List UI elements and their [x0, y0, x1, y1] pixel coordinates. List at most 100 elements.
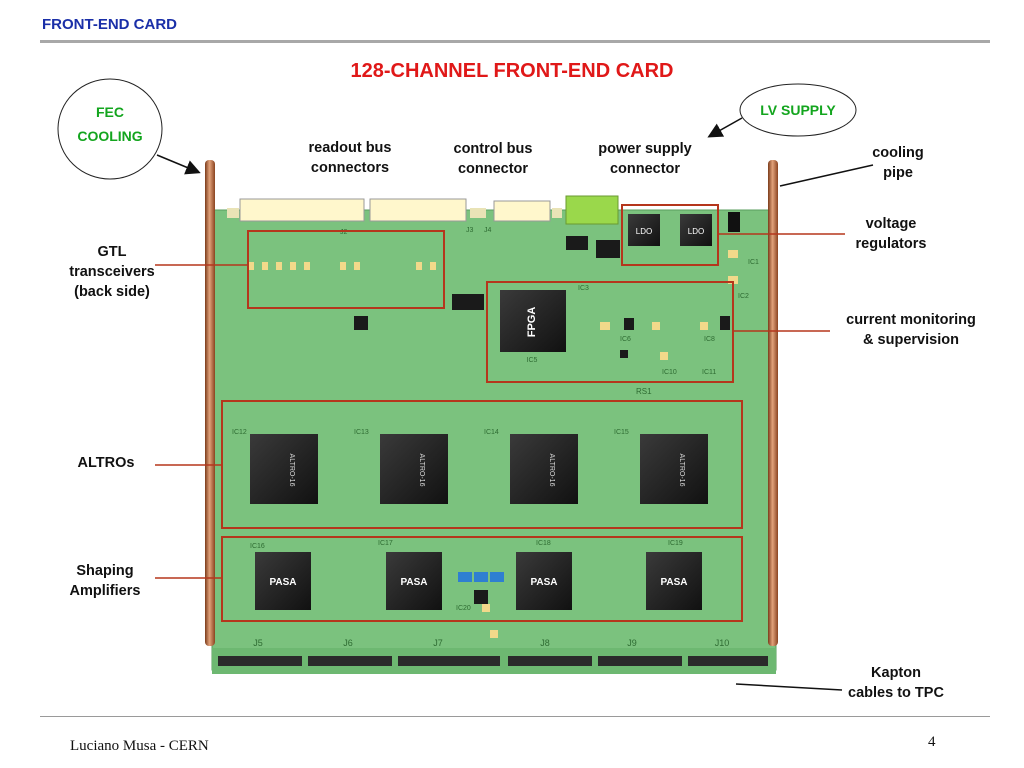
ldo-regulator-2 — [680, 214, 712, 246]
ref-ic3: IC3 — [578, 285, 589, 292]
fpga-text: FPGA — [526, 307, 538, 338]
altro-3-text: ALTRO-16 — [548, 454, 555, 487]
voltage-regulators-line-2: regulators — [855, 236, 927, 252]
footer-author: Luciano Musa - CERN — [70, 738, 209, 754]
bottom-connector-j10 — [688, 656, 768, 666]
altros-label: ALTROs — [77, 455, 135, 471]
readout-connector-2 — [369, 198, 467, 222]
altro-ref-4: IC15 — [614, 429, 629, 436]
j6-label: J6 — [343, 638, 353, 648]
bottom-connector-j8 — [508, 656, 592, 666]
footer-divider — [40, 716, 990, 717]
altro-ref-3: IC14 — [484, 429, 499, 436]
bottom-connector-j5 — [218, 656, 302, 666]
bottom-connector-j7 — [398, 656, 500, 666]
altro-chip-4 — [640, 434, 708, 504]
ref-j4: J4 — [484, 227, 492, 234]
altro-2-text: ALTRO-16 — [418, 454, 425, 487]
altro-4-text: ALTRO-16 — [678, 454, 685, 487]
pasa-2-text: PASA — [400, 577, 427, 588]
j10-label: J10 — [715, 638, 730, 648]
altro-1-text: ALTRO-16 — [288, 454, 295, 487]
bottom-connector-j6 — [308, 656, 392, 666]
pasa-ref-4: IC19 — [668, 540, 683, 547]
ref-ic8: IC8 — [704, 336, 715, 343]
gtl-line-2: transceivers — [69, 264, 155, 280]
j9-label: J9 — [627, 638, 637, 648]
highlight-gtl — [247, 230, 445, 309]
ref-ic6: IC6 — [620, 336, 631, 343]
highlight-current-monitoring — [486, 281, 734, 383]
gtl-line-1: GTL — [97, 244, 127, 260]
header-divider — [40, 40, 990, 43]
fec-cooling-label: FEC COOLING — [60, 100, 160, 148]
altro-chip-3 — [510, 434, 578, 504]
pasa-chip-3 — [516, 552, 572, 610]
ref-rs1: RS1 — [636, 387, 652, 396]
altro-chip-2 — [380, 434, 448, 504]
readout-connector-1 — [239, 198, 365, 222]
j8-label: J8 — [540, 638, 550, 648]
ref-ic20: IC20 — [456, 605, 471, 612]
highlight-shaping — [221, 536, 743, 622]
fec-cooling-line-2: COOLING — [77, 128, 143, 144]
shaping-line-2: Amplifiers — [69, 583, 141, 599]
readout-bus-line-1: readout bus — [308, 140, 392, 156]
altro-chip-1 — [250, 434, 318, 504]
cooling-pipe-right — [768, 160, 778, 646]
pasa-4-text: PASA — [660, 577, 687, 588]
lv-supply-ellipse — [739, 83, 857, 137]
ref-ic10: IC10 — [662, 369, 677, 376]
fpga-ref: IC5 — [527, 357, 538, 364]
fec-cooling-ellipse — [57, 78, 163, 180]
kapton-line-1: Kapton — [871, 665, 921, 681]
control-bus-line-2: connector — [457, 161, 529, 177]
kapton-line-2: cables to TPC — [848, 685, 944, 701]
cooling-pipe-left — [205, 160, 215, 646]
pasa-ref-3: IC18 — [536, 540, 551, 547]
control-bus-label: control bus connector — [420, 139, 566, 179]
ldo-regulator-1 — [628, 214, 660, 246]
cooling-pipe-line-1: cooling — [872, 145, 924, 161]
pasa-1-text: PASA — [269, 577, 296, 588]
voltage-regulators-line-1: voltage — [865, 216, 917, 232]
kapton-label: Kapton cables to TPC — [826, 663, 966, 703]
shaping-line-1: Shaping — [76, 563, 134, 579]
altro-ref-2: IC13 — [354, 429, 369, 436]
power-supply-line-1: power supply — [598, 141, 692, 157]
page-number: 4 — [928, 734, 936, 750]
pasa-chip-4 — [646, 552, 702, 610]
ref-ic1: IC1 — [748, 259, 759, 266]
current-monitoring-line-1: current monitoring — [846, 312, 976, 328]
bottom-connector-j9 — [598, 656, 682, 666]
voltage-regulators-label: voltage regulators — [836, 214, 946, 254]
ldo-2-text: LDO — [688, 227, 704, 236]
ref-ic11: IC11 — [702, 369, 716, 376]
power-connector — [565, 195, 619, 225]
altro-ref-1: IC12 — [232, 429, 247, 436]
fpga-chip — [500, 290, 566, 352]
pasa-chip-1 — [255, 552, 311, 610]
ref-j2: J2 — [340, 229, 348, 236]
lv-supply-label: LV SUPPLY — [760, 102, 836, 118]
ldo-1-text: LDO — [636, 227, 652, 236]
header-title: FRONT-END CARD — [42, 16, 177, 33]
cooling-pipe-label: cooling pipe — [850, 143, 946, 183]
fec-cooling-line-1: FEC — [96, 104, 124, 120]
ref-ic2: IC2 — [738, 293, 749, 300]
gtl-line-3: (back side) — [74, 284, 150, 300]
control-bus-line-1: control bus — [453, 141, 533, 157]
current-monitoring-line-2: & supervision — [863, 332, 959, 348]
cooling-pipe-line-2: pipe — [883, 165, 913, 181]
j7-label: J7 — [433, 638, 443, 648]
shaping-label: Shaping Amplifiers — [50, 561, 160, 601]
readout-bus-label: readout bus connectors — [280, 138, 420, 178]
slide-title: 128-CHANNEL FRONT-END CARD — [350, 60, 674, 82]
ref-j3: J3 — [466, 227, 474, 234]
gtl-label: GTL transceivers (back side) — [52, 242, 172, 302]
highlight-regulators — [621, 204, 719, 266]
power-supply-label: power supply connector — [570, 139, 720, 179]
j5-label: J5 — [253, 638, 263, 648]
current-monitoring-label: current monitoring & supervision — [826, 310, 996, 350]
